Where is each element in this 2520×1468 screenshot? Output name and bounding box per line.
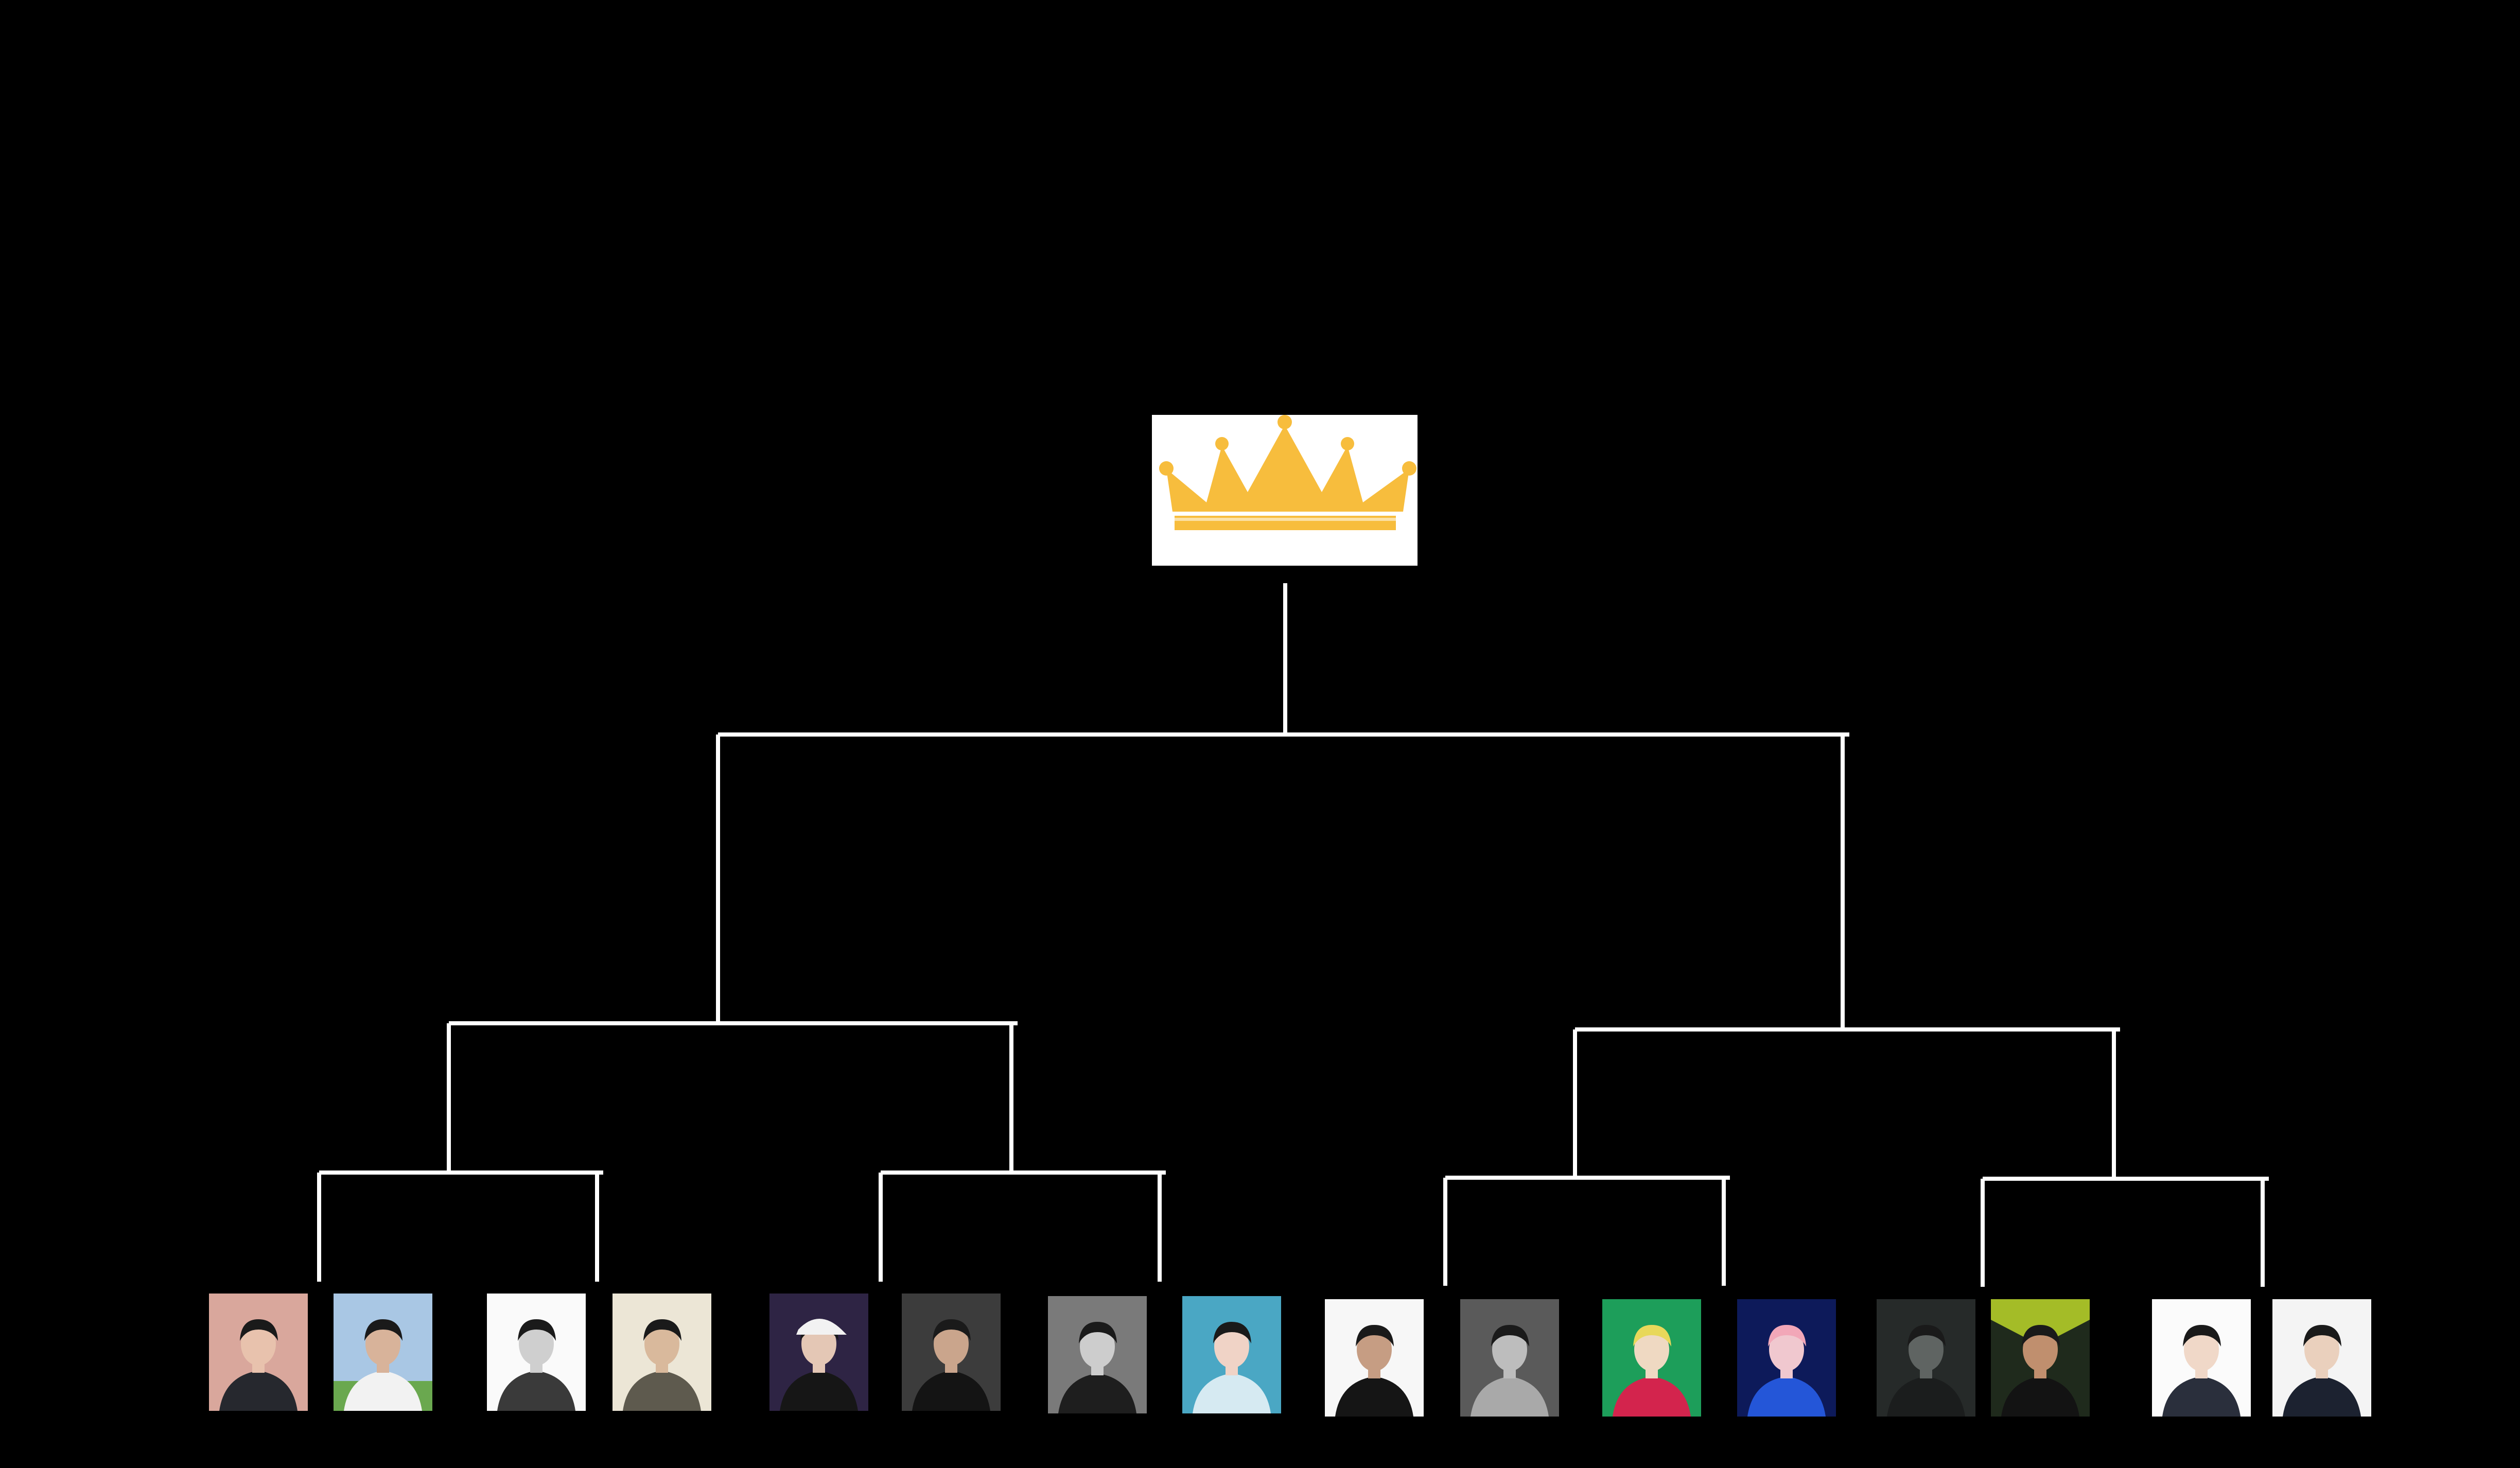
bracket-connector <box>319 1170 603 1175</box>
contestant-photo[interactable] <box>487 1294 586 1411</box>
bracket-connector <box>1009 1023 1013 1173</box>
crown-icon <box>1159 415 1416 530</box>
bracket-connector <box>1841 735 1845 1029</box>
bracket-connector <box>1722 1178 1726 1286</box>
bracket-connector <box>449 1021 1018 1025</box>
contestant-photo[interactable] <box>1602 1299 1701 1417</box>
contestant-photo[interactable] <box>1182 1296 1281 1413</box>
bracket-connector <box>595 1173 599 1282</box>
bracket-connector <box>1575 1027 2120 1032</box>
contestant-photo[interactable] <box>334 1294 432 1411</box>
bracket-connector <box>879 1173 883 1282</box>
bracket-connector <box>1158 1173 1162 1282</box>
bracket-connector <box>2112 1029 2116 1179</box>
bracket-connector <box>881 1170 1166 1175</box>
winner-slot <box>1152 415 1417 566</box>
bracket-connector <box>447 1023 451 1173</box>
bracket-connector <box>1983 1177 2269 1181</box>
contestant-photo[interactable] <box>769 1294 868 1411</box>
contestant-photo[interactable] <box>1991 1299 2090 1417</box>
bracket-connector <box>2261 1179 2265 1287</box>
contestant-photo[interactable] <box>209 1294 308 1411</box>
bracket-connector <box>716 735 720 1025</box>
bracket-connector <box>1981 1179 1985 1287</box>
contestant-photo[interactable] <box>612 1294 711 1411</box>
contestant-photo[interactable] <box>1460 1299 1559 1417</box>
contestant-photo[interactable] <box>2272 1299 2371 1417</box>
contestant-photo[interactable] <box>2152 1299 2251 1417</box>
bracket-connector <box>718 732 1849 737</box>
contestant-photo[interactable] <box>902 1294 1001 1411</box>
bracket-connector <box>1573 1029 1577 1179</box>
bracket-connector <box>1283 583 1287 735</box>
contestant-photo[interactable] <box>1048 1296 1147 1413</box>
contestant-photo[interactable] <box>1325 1299 1424 1417</box>
contestant-photo[interactable] <box>1737 1299 1836 1417</box>
bracket-connector <box>1445 1176 1730 1180</box>
bracket-connector <box>1443 1178 1447 1286</box>
contestant-photo[interactable] <box>1877 1299 1975 1417</box>
bracket-connector <box>317 1173 321 1282</box>
